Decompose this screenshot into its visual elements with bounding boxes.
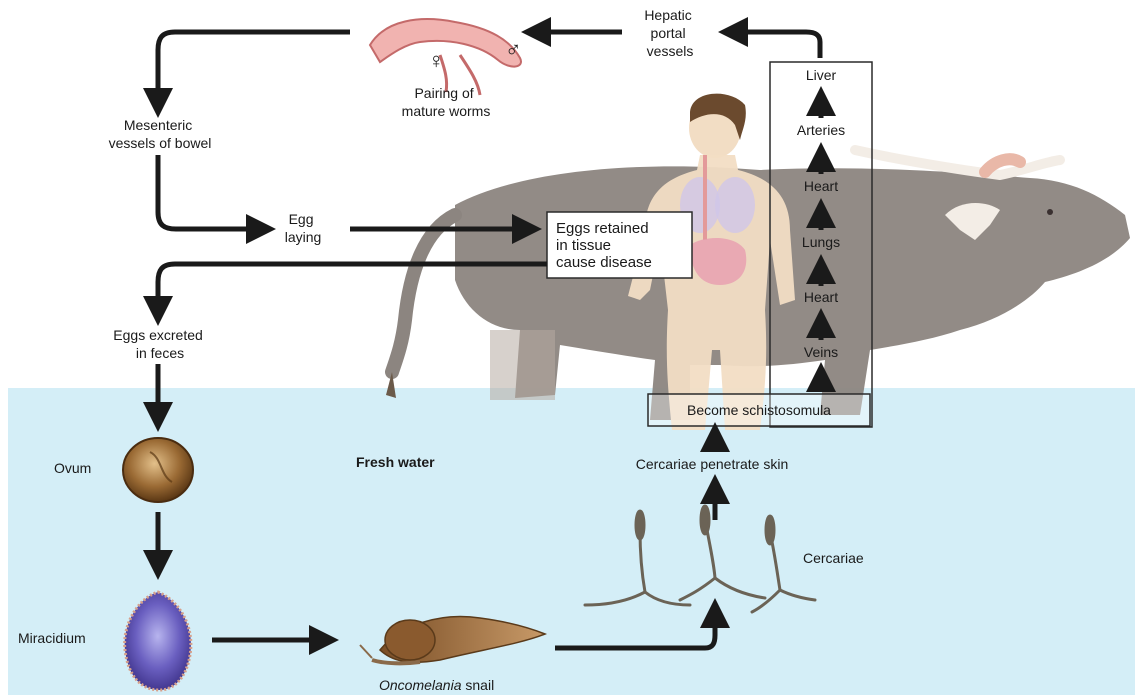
label-become-schistosomula: Become schistosomula	[687, 402, 831, 418]
label-fresh-water: Fresh water	[356, 454, 435, 470]
arrow-pairing-to-mesenteric	[158, 32, 350, 104]
female-symbol: ♀	[428, 48, 445, 73]
paired-worms-illustration	[370, 19, 521, 95]
label-hepatic-portal-vessels: Hepatic portal vessels	[644, 7, 695, 59]
label-mesenteric-vessels: Mesenteric vessels of bowel	[109, 117, 212, 151]
label-cercariae-penetrate-skin: Cercariae penetrate skin	[636, 456, 789, 472]
label-liver: Liver	[806, 67, 837, 83]
label-heart-upper: Heart	[804, 178, 838, 194]
label-miracidium: Miracidium	[18, 630, 86, 646]
arrow-liver-to-portal	[732, 32, 820, 58]
label-lungs: Lungs	[802, 234, 840, 250]
male-symbol: ♂	[505, 37, 522, 62]
label-heart-lower: Heart	[804, 289, 838, 305]
ovum-illustration	[123, 438, 193, 502]
arrow-mesenteric-to-egg-laying	[158, 155, 262, 229]
label-snail: Oncomelania snail	[379, 677, 494, 693]
label-egg-laying: Egg laying	[285, 211, 322, 245]
label-pairing-of-mature-worms: Pairing of mature worms	[402, 85, 491, 119]
label-ovum: Ovum	[54, 460, 91, 476]
label-arteries: Arteries	[797, 122, 845, 138]
label-cercariae: Cercariae	[803, 550, 864, 566]
label-eggs-excreted: Eggs excreted in feces	[113, 327, 206, 361]
label-veins: Veins	[804, 344, 838, 360]
